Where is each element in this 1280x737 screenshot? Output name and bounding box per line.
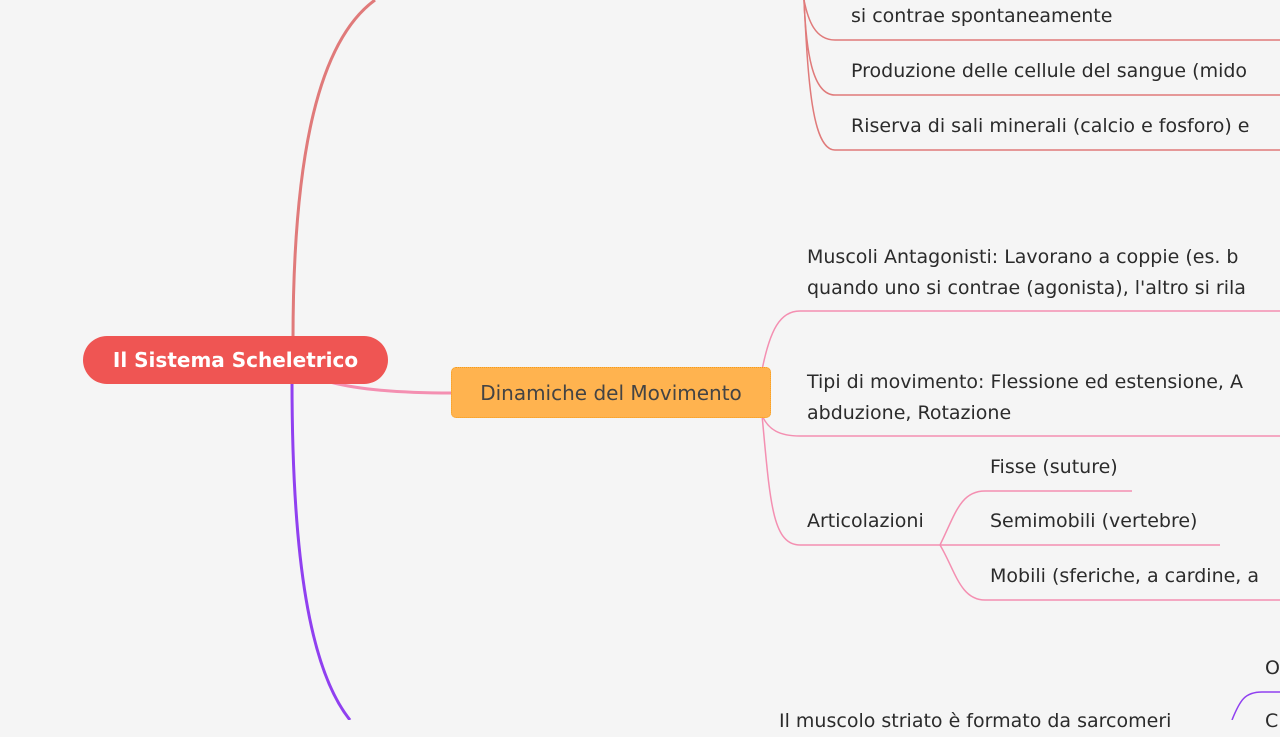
node-semimobili[interactable]: Semimobili (vertebre) bbox=[990, 510, 1198, 532]
connector-articolazioni bbox=[761, 414, 940, 546]
node-antagonisti-line2: quando uno si contrae (agonista), l'altr… bbox=[807, 277, 1246, 299]
connector-root-movimento bbox=[329, 380, 453, 395]
node-antagonisti[interactable]: Muscoli Antagonisti: Lavorano a coppie (… bbox=[807, 242, 1246, 304]
node-antagonisti-line1: Muscoli Antagonisti: Lavorano a coppie (… bbox=[807, 246, 1239, 268]
node-tipi-line1: Tipi di movimento: Flessione ed estensio… bbox=[807, 371, 1244, 393]
connector-root-bottom bbox=[290, 379, 352, 720]
node-produzione[interactable]: Produzione delle cellule del sangue (mid… bbox=[851, 60, 1248, 82]
node-articolazioni[interactable]: Articolazioni bbox=[807, 510, 924, 532]
node-tipi-movimento[interactable]: Tipi di movimento: Flessione ed estensio… bbox=[807, 367, 1243, 429]
root-node[interactable]: Il Sistema Scheletrico bbox=[83, 336, 388, 384]
node-tipi-line2: abduzione, Rotazione bbox=[807, 402, 1012, 424]
node-mobili[interactable]: Mobili (sferiche, a cardine, a bbox=[990, 565, 1260, 587]
connector-top-3 bbox=[803, 0, 1280, 151]
node-riserva[interactable]: Riserva di sali minerali (calcio e fosfo… bbox=[851, 115, 1250, 137]
node-o[interactable]: O bbox=[1265, 657, 1280, 679]
node-fisse[interactable]: Fisse (suture) bbox=[990, 456, 1118, 478]
connector-lines bbox=[290, 0, 1280, 720]
connector-fisse bbox=[939, 490, 1132, 546]
connector-antagonisti bbox=[761, 310, 1280, 371]
connector-mobili bbox=[939, 544, 1280, 601]
connector-root-top bbox=[291, 0, 376, 341]
node-c[interactable]: C bbox=[1265, 710, 1279, 732]
connector-bottom-o bbox=[1231, 691, 1280, 720]
node-contrae[interactable]: si contrae spontaneamente bbox=[851, 5, 1113, 27]
connector-top-1 bbox=[803, 0, 1280, 41]
topic-dinamiche-movimento[interactable]: Dinamiche del Movimento bbox=[451, 367, 771, 418]
connector-tipi bbox=[761, 414, 1280, 437]
node-muscolo-striato[interactable]: Il muscolo striato è formato da sarcomer… bbox=[779, 710, 1172, 732]
